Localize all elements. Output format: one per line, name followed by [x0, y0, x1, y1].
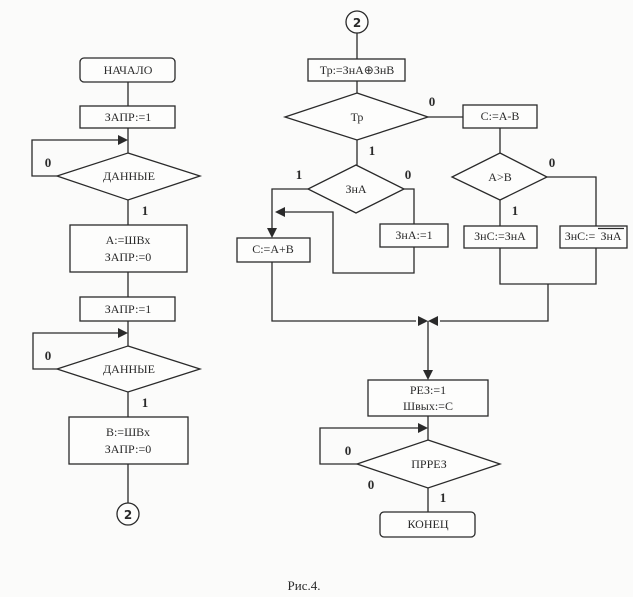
add-label: C:=A+B [252, 242, 294, 256]
branch-label-no-below: 0 [368, 477, 375, 492]
branch-label-yes: 1 [512, 203, 519, 218]
arrow-head-icon [428, 316, 438, 326]
read-b-line2: ЗАПР:=0 [105, 442, 152, 456]
branch-label-yes: 1 [440, 490, 447, 505]
branch-label-yes: 1 [142, 395, 149, 410]
connector-in-label: 2 [353, 16, 361, 30]
branch-label-no: 0 [45, 348, 52, 363]
branch-label-no: 0 [549, 155, 556, 170]
tr-decision-label: Тр [351, 110, 364, 124]
arrow-head-icon [275, 207, 285, 217]
zna-no-path [404, 188, 415, 224]
return-loop [282, 211, 415, 274]
off-page-connector-out [116, 502, 140, 526]
output-result-box [367, 379, 489, 417]
right-flow: 2 Тр:=ЗнА⊕ЗнВ Тр 0 1 C:=A-B ЗнА 1 0 C:=A… [236, 10, 628, 538]
set-zna-label: ЗнА:=1 [395, 228, 432, 242]
sign-c-prefix: ЗнС:= [565, 229, 596, 243]
read-a-box [69, 224, 188, 273]
branch-label-no: 0 [345, 443, 352, 458]
left-join-path [271, 262, 416, 322]
arrow-head-icon [418, 316, 428, 326]
arrow-head-icon [118, 328, 128, 338]
arrow-head-icon [267, 228, 277, 238]
branch-label-no: 0 [45, 155, 52, 170]
zna-yes-path [271, 188, 308, 230]
subtract-label: C:=A-B [481, 109, 520, 123]
result-ack-label: ПРРЕЗ [411, 457, 447, 471]
branch-label-yes: 1 [296, 167, 303, 182]
connector-out-label: 2 [124, 508, 132, 522]
end-label: КОНЕЦ [407, 517, 448, 531]
sign-c-inv-box [559, 225, 628, 249]
xor-sign-label: Тр:=ЗнА⊕ЗнВ [320, 63, 395, 77]
left-flow: НАЧАЛО ЗАПР:=1 ДАННЫЕ 0 1 A:=ШВх ЗАПР:=0… [31, 57, 203, 526]
read-a-line2: ЗАПР:=0 [105, 250, 152, 264]
arrow-head-icon [423, 370, 433, 380]
zna-decision [306, 164, 406, 214]
branch-label-no: 0 [429, 94, 436, 109]
set-request-label-1: ЗАПР:=1 [105, 110, 152, 124]
add-box [236, 237, 311, 263]
arrow-head-icon [418, 423, 428, 433]
right-join-path [440, 284, 549, 322]
a-gt-b-label: A>B [488, 170, 511, 184]
branch-label-no: 0 [405, 167, 412, 182]
start-label: НАЧАЛО [104, 63, 153, 77]
wait-loop-1 [31, 139, 122, 177]
arrow-head-icon [118, 135, 128, 145]
read-b-box [68, 416, 189, 465]
branch-label-yes: 1 [142, 203, 149, 218]
read-b-line1: B:=ШВх [106, 425, 150, 439]
wait-loop-2 [32, 332, 122, 370]
zna-decision-label: ЗнА [345, 182, 366, 196]
sign-merge-path [499, 248, 597, 285]
output-result-line1: РЕЗ:=1 [410, 383, 446, 397]
sign-c-inv-label: ЗнА [600, 229, 621, 243]
agtb-no-path [547, 176, 597, 226]
figure-caption: Рис.4. [288, 578, 321, 593]
output-result-line2: Швых:=C [403, 399, 453, 413]
branch-label-yes: 1 [369, 143, 376, 158]
data-ready-label-1: ДАННЫЕ [103, 169, 155, 183]
sign-c-eq-a-label: ЗнС:=ЗнА [474, 229, 526, 243]
set-request-label-2: ЗАПР:=1 [105, 302, 152, 316]
read-a-line1: A:=ШВх [106, 233, 151, 247]
wait-loop-3 [319, 427, 422, 465]
end-terminal [379, 511, 476, 538]
data-ready-label-2: ДАННЫЕ [103, 362, 155, 376]
